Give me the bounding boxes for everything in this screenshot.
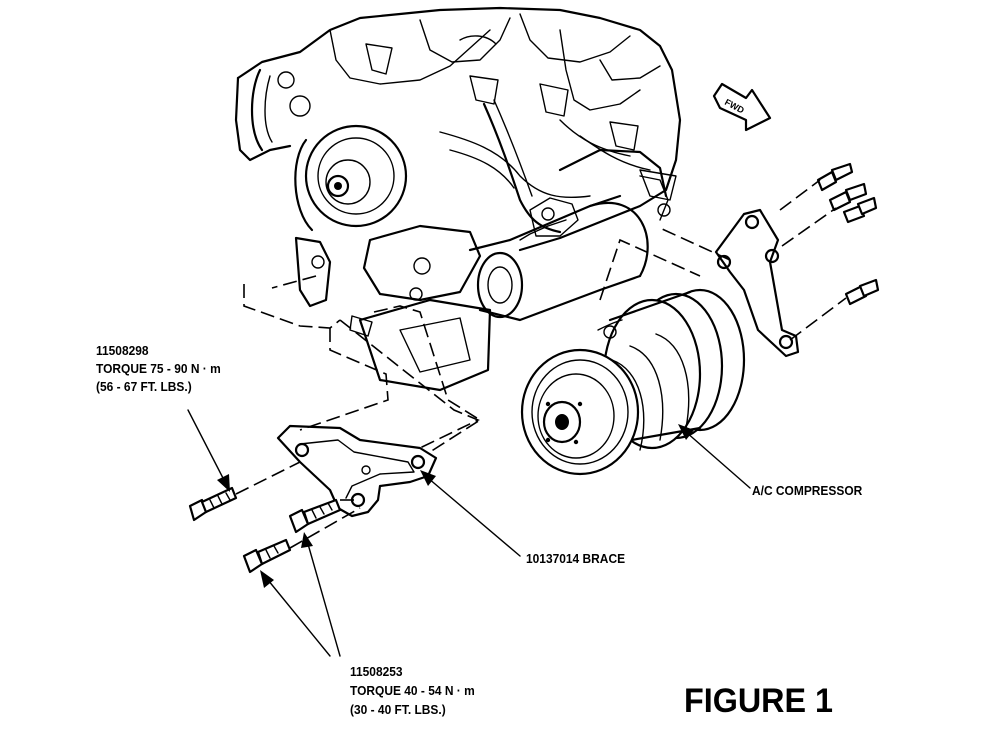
figure-title: FIGURE 1 [684,682,833,720]
bolt-lower-left [242,538,292,574]
ac-compressor-illustration [520,208,800,476]
bolts-upper-right [816,162,880,306]
bolt-upper-left [188,486,238,522]
leader-lines [187,409,751,657]
brace-label: 10137014 BRACE [526,551,626,566]
alignment-dashed-lines [235,179,847,549]
upper-bolt-torque: TORQUE 75 - 90 N · m [96,361,221,376]
lower-bolt-torque: TORQUE 40 - 54 N · m [350,683,475,698]
lower-bolt-part-number: 11508253 [350,664,403,679]
brace-illustration [276,424,438,518]
upper-bolt-part-number: 11508298 [96,343,149,358]
lower-bolt-torque-imperial: (30 - 40 FT. LBS.) [350,702,446,717]
bolt-lower-middle [288,498,342,534]
upper-bolt-torque-imperial: (56 - 67 FT. LBS.) [96,379,192,394]
fwd-arrow: FWD [712,82,772,132]
compressor-label: A/C COMPRESSOR [752,483,863,498]
engine-block-illustration [234,6,682,392]
